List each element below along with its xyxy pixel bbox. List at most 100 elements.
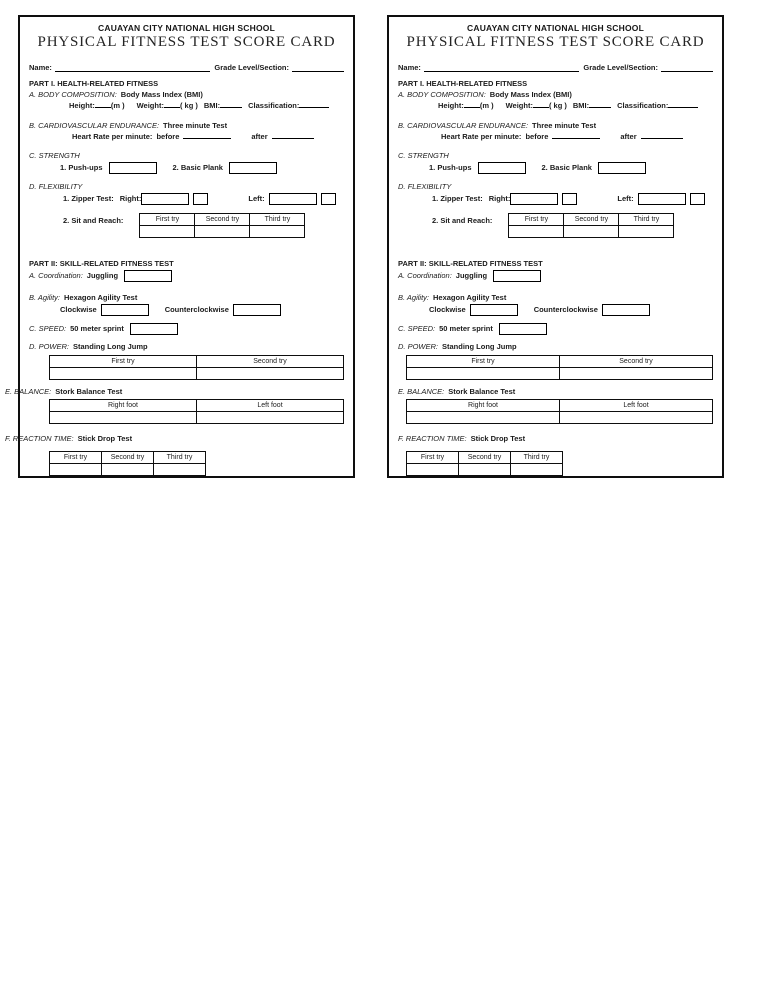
stick-drop-test-name: Stick Drop Test bbox=[77, 434, 133, 443]
cardio-label: B. CARDIOVASCULAR ENDURANCE: bbox=[29, 121, 160, 130]
reaction-table: First try Second try Third try bbox=[406, 451, 563, 476]
balance-label: E. BALANCE: bbox=[398, 387, 445, 396]
after-blank bbox=[271, 132, 314, 139]
clockwise-label: Clockwise bbox=[429, 305, 466, 314]
score-cell bbox=[406, 411, 560, 424]
table-header-cell: First try bbox=[49, 451, 102, 464]
clockwise-label: Clockwise bbox=[60, 305, 97, 314]
pushups-label: 1. Push-ups bbox=[60, 163, 103, 172]
pushups-score-box bbox=[477, 161, 526, 174]
juggling-label: Juggling bbox=[455, 271, 488, 280]
name-label: Name: bbox=[29, 63, 52, 72]
weight-unit: ( kg ) bbox=[179, 101, 198, 110]
power-line: D. POWER:Standing Long Jump bbox=[29, 341, 344, 352]
body-composition-fields: Height:(m )Weight:( kg )BMI:Classificati… bbox=[29, 100, 344, 111]
hexagon-test-name: Hexagon Agility Test bbox=[432, 293, 507, 302]
stick-drop-test-name: Stick Drop Test bbox=[470, 434, 526, 443]
table-header-cell: Second try bbox=[458, 451, 511, 464]
name-row: Name: Grade Level/Section: bbox=[398, 62, 713, 73]
coordination-label: A. Coordination: bbox=[398, 271, 452, 280]
part1-heading: PART I. HEALTH-RELATED FITNESS bbox=[29, 79, 159, 88]
heart-rate-label: Heart Rate per minute: bbox=[441, 132, 522, 141]
score-cell bbox=[196, 367, 344, 380]
reaction-line: F. REACTION TIME:Stick Drop Test bbox=[398, 433, 713, 444]
grade-label: Grade Level/Section: bbox=[214, 63, 289, 72]
classification-blank bbox=[668, 101, 699, 108]
body-composition-label: A. BODY COMPOSITION: bbox=[398, 90, 486, 99]
zipper-right-score-box bbox=[141, 192, 190, 205]
hexagon-test-name: Hexagon Agility Test bbox=[63, 293, 138, 302]
zipper-left-score-box bbox=[637, 192, 686, 205]
grade-label: Grade Level/Section: bbox=[583, 63, 658, 72]
sit-and-reach-row: 2. Sit and Reach: First try Second try T… bbox=[398, 213, 713, 238]
table-header-cell: Second try bbox=[196, 355, 344, 368]
part2-heading: PART II: SKILL-RELATED FITNESS TEST bbox=[29, 259, 174, 268]
score-cell bbox=[559, 411, 713, 424]
bmi-label: BMI: bbox=[203, 101, 221, 110]
weight-label: Weight: bbox=[505, 101, 533, 110]
table-header-cell: First try bbox=[406, 355, 560, 368]
grade-blank-line bbox=[292, 65, 344, 72]
body-composition-line: A. BODY COMPOSITION:Body Mass Index (BMI… bbox=[29, 89, 344, 100]
power-table: First try Second try bbox=[49, 355, 344, 380]
flexibility-label: D. FLEXIBILITY bbox=[398, 182, 452, 191]
juggling-score-box bbox=[493, 269, 542, 282]
before-blank bbox=[183, 132, 232, 139]
long-jump-label: Standing Long Jump bbox=[73, 342, 148, 351]
table-header-cell: Left foot bbox=[559, 399, 713, 412]
strength-label: C. STRENGTH bbox=[29, 151, 80, 160]
reaction-line: F. REACTION TIME:Stick Drop Test bbox=[5, 433, 344, 444]
name-label: Name: bbox=[398, 63, 421, 72]
grade-blank-line bbox=[661, 65, 713, 72]
table-header-cell: Second try bbox=[559, 355, 713, 368]
score-cell bbox=[618, 225, 675, 238]
zipper-label: 1. Zipper Test: bbox=[432, 194, 483, 203]
height-label: Height: bbox=[69, 101, 95, 110]
table-header-cell: First try bbox=[49, 355, 197, 368]
weight-blank bbox=[532, 101, 549, 108]
coordination-line: A. Coordination:Juggling bbox=[29, 269, 344, 282]
before-blank bbox=[552, 132, 601, 139]
score-cell bbox=[139, 225, 196, 238]
score-cell bbox=[49, 411, 197, 424]
score-cell bbox=[508, 225, 565, 238]
part1-heading: PART I. HEALTH-RELATED FITNESS bbox=[398, 79, 528, 88]
card-title: PHYSICAL FITNESS TEST SCORE CARD bbox=[37, 34, 336, 50]
table-header-cell: First try bbox=[139, 213, 196, 226]
weight-unit: ( kg ) bbox=[548, 101, 567, 110]
zipper-left-label: Left: bbox=[617, 194, 634, 203]
zipper-test-fields: 1. Zipper Test:Right:Left: bbox=[29, 192, 344, 205]
score-cell bbox=[153, 463, 206, 476]
height-label: Height: bbox=[438, 101, 464, 110]
score-cell bbox=[49, 367, 197, 380]
counterclockwise-label: Counterclockwise bbox=[533, 305, 598, 314]
part2-heading: PART II: SKILL-RELATED FITNESS TEST bbox=[398, 259, 543, 268]
height-unit: (m ) bbox=[110, 101, 125, 110]
name-row: Name: Grade Level/Section: bbox=[29, 62, 344, 73]
plank-label: 2. Basic Plank bbox=[541, 163, 592, 172]
score-cell bbox=[194, 225, 251, 238]
score-cell bbox=[101, 463, 154, 476]
classification-label: Classification: bbox=[617, 101, 669, 110]
bmi-blank bbox=[589, 101, 612, 108]
table-header-cell: Right foot bbox=[406, 399, 560, 412]
table-header-cell: Third try bbox=[249, 213, 306, 226]
balance-label: E. BALANCE: bbox=[5, 387, 52, 396]
stork-test-name: Stork Balance Test bbox=[448, 387, 516, 396]
bmi-title: Body Mass Index (BMI) bbox=[489, 90, 572, 99]
clockwise-score-box bbox=[469, 303, 518, 316]
power-label: D. POWER: bbox=[398, 342, 439, 351]
sit-and-reach-row: 2. Sit and Reach: First try Second try T… bbox=[29, 213, 344, 238]
power-label: D. POWER: bbox=[29, 342, 70, 351]
score-cell bbox=[406, 463, 459, 476]
after-label: after bbox=[620, 132, 637, 141]
balance-table: Right foot Left foot bbox=[406, 399, 713, 424]
strength-label: C. STRENGTH bbox=[398, 151, 449, 160]
score-cell bbox=[563, 225, 620, 238]
zipper-left-small-box bbox=[320, 192, 336, 205]
reaction-table-row: First try Second try Third try bbox=[398, 448, 713, 476]
cardio-line: B. CARDIOVASCULAR ENDURANCE:Three minute… bbox=[29, 120, 344, 131]
score-cell bbox=[196, 411, 344, 424]
cardio-label: B. CARDIOVASCULAR ENDURANCE: bbox=[398, 121, 529, 130]
